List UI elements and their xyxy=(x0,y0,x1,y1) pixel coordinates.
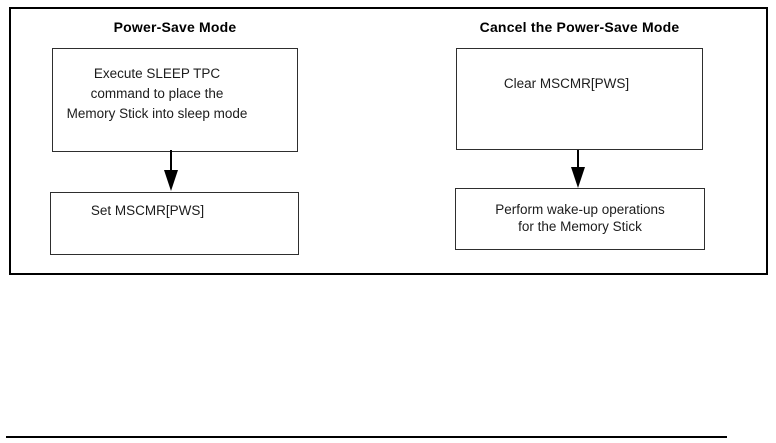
right-flow-arrow-head-icon xyxy=(571,167,585,188)
left-flow-arrow-stem xyxy=(170,150,172,170)
flow-title-power-save-mode: Power-Save Mode xyxy=(113,19,237,35)
step-text-clear-mscmr-pws: Clear MSCMR[PWS] xyxy=(503,76,630,91)
step-text-set-mscmr-pws: Set MSCMR[PWS] xyxy=(90,203,205,218)
step-box-set-mscmr-pws: Set MSCMR[PWS] xyxy=(50,192,299,255)
step-box-clear-mscmr-pws: Clear MSCMR[PWS] xyxy=(456,48,703,150)
page-footer-rule xyxy=(6,436,727,438)
right-flow-arrow-stem xyxy=(577,150,579,168)
left-flow-arrow-head-icon xyxy=(164,170,178,191)
step-text-perform-wakeup-operations: Perform wake-up operations for the Memor… xyxy=(495,202,665,234)
step-box-execute-sleep-tpc: Execute SLEEP TPC command to place the M… xyxy=(52,48,298,152)
step-text-execute-sleep-tpc: Execute SLEEP TPC command to place the M… xyxy=(66,66,248,121)
flow-title-cancel-power-save-mode: Cancel the Power-Save Mode xyxy=(479,19,680,35)
step-box-perform-wakeup-operations: Perform wake-up operations for the Memor… xyxy=(455,188,705,250)
